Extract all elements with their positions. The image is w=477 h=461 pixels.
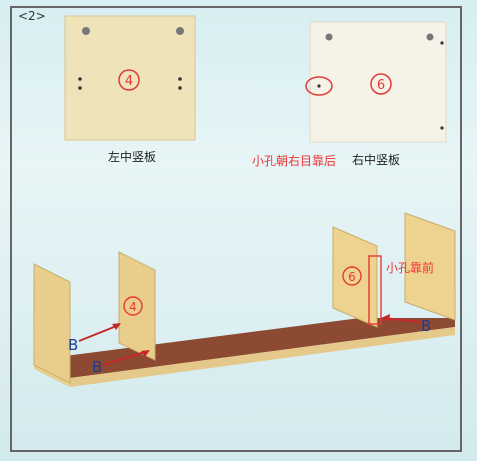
left-middle-board (118, 251, 156, 361)
marker-b-left-top: B (68, 336, 78, 354)
right-panel-hole (317, 84, 321, 88)
left-panel-badge (118, 69, 140, 91)
marker-b-left-bottom: B (92, 358, 102, 376)
assembly-right-badge (342, 266, 362, 286)
small-hole-front-callout (368, 255, 382, 325)
diagram-frame (10, 6, 462, 452)
b-arrow-left-top-head (112, 323, 121, 330)
right-panel-badge (370, 73, 392, 95)
right-end-board (404, 212, 456, 321)
b-arrow-left-bottom (102, 350, 149, 366)
right-panel-board (309, 21, 447, 143)
right-panel-hole (440, 126, 444, 130)
left-panel-num: 4 (125, 74, 133, 89)
base-board-edge (70, 327, 455, 387)
left-panel-hole (78, 86, 82, 90)
right-panel-hole (440, 41, 444, 45)
small-hole-right-note: 小孔朝右目靠后 (252, 154, 337, 168)
assembly-right-num: 6 (348, 270, 356, 284)
left-panel-hole (178, 86, 182, 90)
small-hole-front-note: 小孔靠前 (386, 261, 435, 275)
right-panel-hole (426, 33, 434, 41)
b-arrow-right-head (381, 314, 390, 322)
assembly-left-badge (123, 296, 143, 316)
left-panel-label: 左中竖板 (108, 150, 157, 164)
right-panel-num: 6 (377, 78, 385, 93)
step-label: <2> (18, 9, 46, 23)
b-arrow-left-bottom-head (141, 350, 150, 357)
b-arrow-left-top (78, 324, 120, 342)
right-panel-hole (325, 33, 333, 41)
left-end-board (33, 263, 71, 384)
assembly-left-num: 4 (129, 300, 137, 314)
base-board-top (34, 318, 455, 378)
marker-b-right: B (421, 317, 431, 335)
right-panel-label: 右中竖板 (352, 153, 401, 167)
left-panel-hole (176, 27, 184, 35)
left-panel-hole (82, 27, 90, 35)
right-middle-board (332, 226, 378, 328)
left-panel-board (64, 15, 196, 141)
left-panel-hole (178, 77, 182, 81)
left-panel-hole (78, 77, 82, 81)
small-hole-callout (305, 76, 333, 96)
